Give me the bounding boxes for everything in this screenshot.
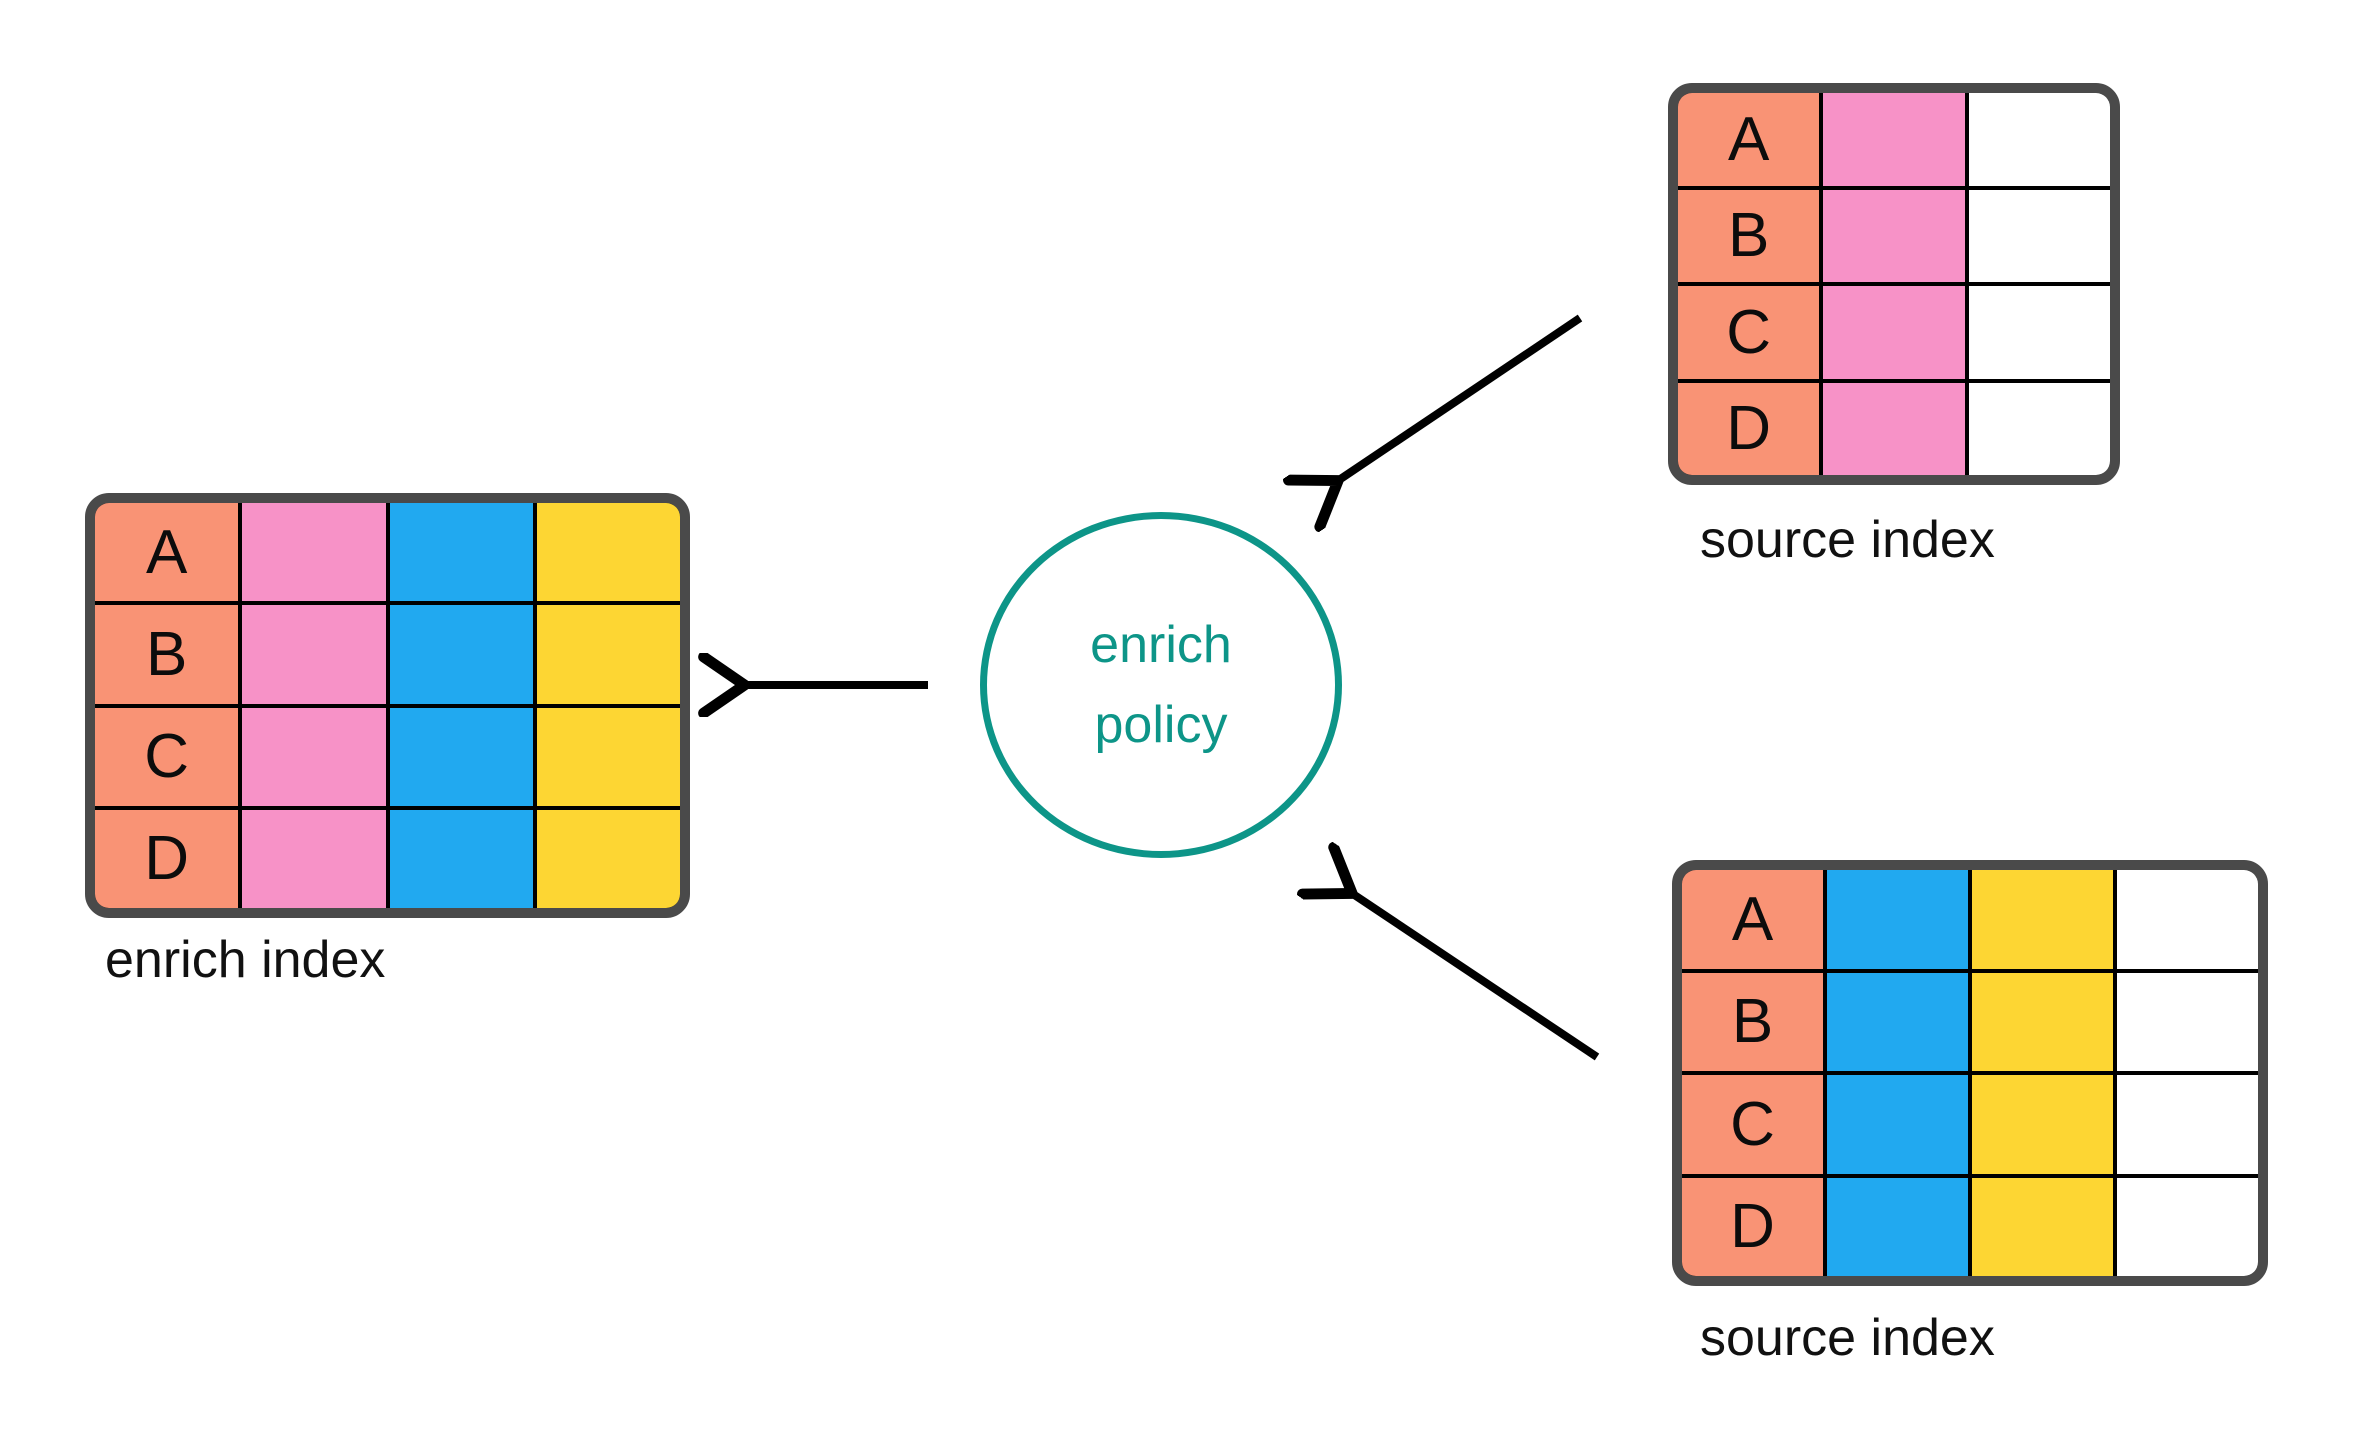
value-cell xyxy=(1972,870,2113,969)
value-cell xyxy=(2117,870,2258,969)
value-cell xyxy=(242,605,386,704)
key-cell: B xyxy=(1678,189,1820,282)
value-cell xyxy=(536,809,680,908)
source-index-bottom-label: source index xyxy=(1700,1309,1995,1367)
value-cell xyxy=(1827,1177,1968,1276)
enrich-policy-node: enrich policy xyxy=(980,512,1342,858)
value-cell xyxy=(1823,189,1965,282)
value-cell xyxy=(2117,972,2258,1071)
value-cell xyxy=(1823,93,1965,186)
value-cell xyxy=(389,605,533,704)
value-cell xyxy=(1968,93,2110,186)
enrich-policy-label-line1: enrich xyxy=(1090,616,1232,674)
value-cell xyxy=(536,707,680,806)
arrow-top-source-to-policy-icon xyxy=(1336,314,1583,482)
enrich-policy-label-line2: policy xyxy=(1094,696,1228,754)
value-cell xyxy=(1827,972,1968,1071)
value-cell xyxy=(389,707,533,806)
arrow-bottom-source-to-policy-icon xyxy=(1350,892,1600,1061)
value-cell xyxy=(389,809,533,908)
value-cell xyxy=(242,707,386,806)
key-cell: A xyxy=(1678,93,1820,186)
value-cell xyxy=(242,809,386,908)
value-cell xyxy=(1972,972,2113,1071)
key-cell: A xyxy=(95,503,239,602)
value-cell xyxy=(1972,1177,2113,1276)
value-cell xyxy=(242,503,386,602)
value-cell xyxy=(536,503,680,602)
key-cell: B xyxy=(1682,972,1823,1071)
key-cell: C xyxy=(1682,1075,1823,1174)
source-index-top-label: source index xyxy=(1700,511,1995,569)
value-cell xyxy=(1827,1075,1968,1174)
key-cell: D xyxy=(1678,382,1820,475)
value-cell xyxy=(1968,286,2110,379)
value-cell xyxy=(1827,870,1968,969)
value-cell xyxy=(536,605,680,704)
key-cell: A xyxy=(1682,870,1823,969)
value-cell xyxy=(2117,1075,2258,1174)
value-cell xyxy=(1968,382,2110,475)
enrich-index-label: enrich index xyxy=(105,931,386,989)
key-cell: D xyxy=(95,809,239,908)
value-cell xyxy=(2117,1177,2258,1276)
value-cell xyxy=(1972,1075,2113,1174)
key-cell: C xyxy=(95,707,239,806)
key-cell: B xyxy=(95,605,239,704)
value-cell xyxy=(1968,189,2110,282)
key-cell: D xyxy=(1682,1177,1823,1276)
value-cell xyxy=(389,503,533,602)
key-cell: C xyxy=(1678,286,1820,379)
value-cell xyxy=(1823,286,1965,379)
value-cell xyxy=(1823,382,1965,475)
